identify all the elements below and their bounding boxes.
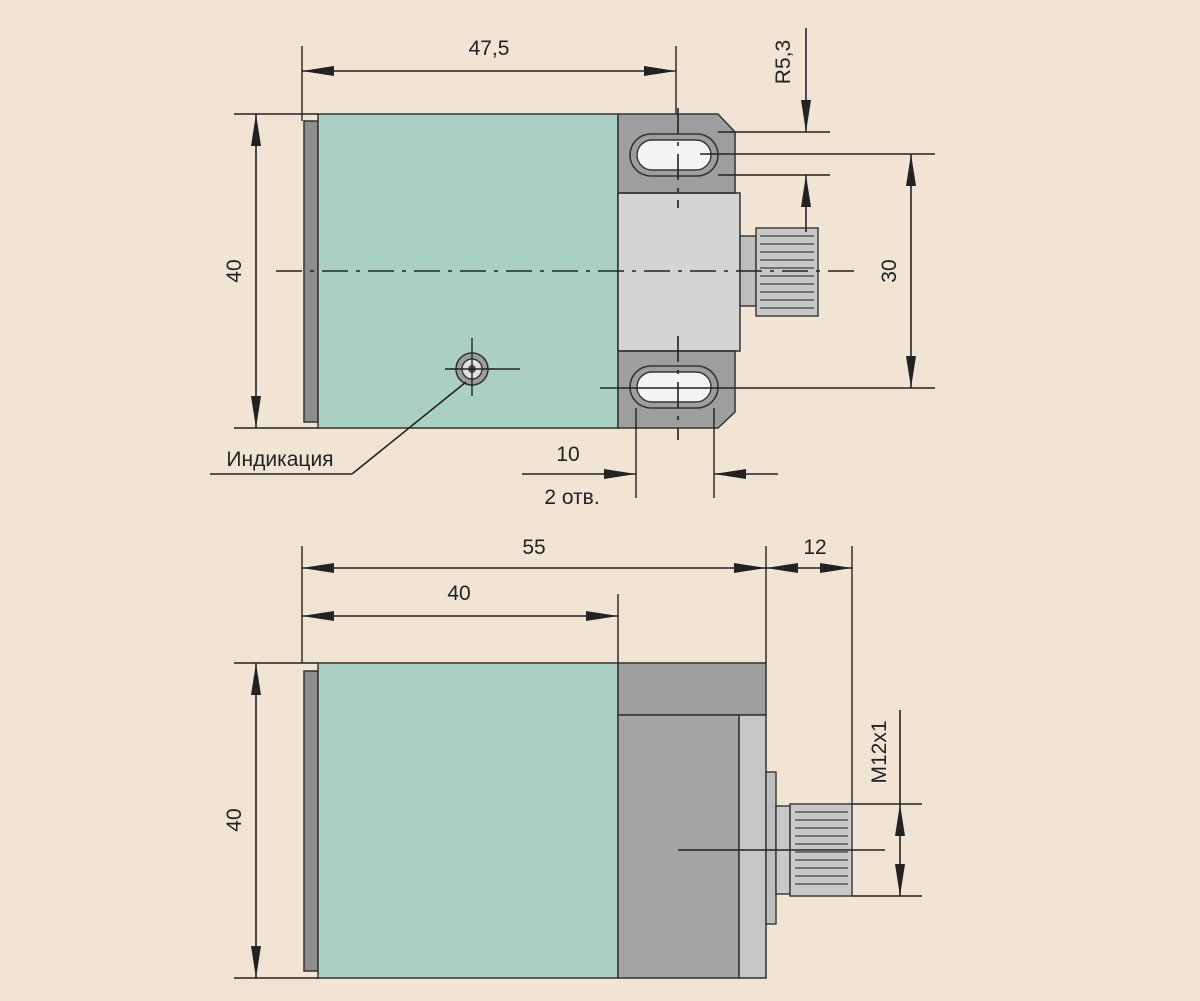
holes-note: 2 отв. [544,486,599,509]
top-connector-threads [760,235,814,309]
dim-top-radius: R5,3 [772,40,795,84]
side-housing-body [617,714,740,979]
side-housing-top [617,662,767,716]
dim-top-width: 47,5 [469,37,510,60]
indication-label: Индикация [226,448,333,471]
side-sensor-body [317,662,619,979]
side-front-plate [303,670,319,972]
top-connector-thread [755,227,819,317]
dim-side-connector-length: 12 [803,536,826,559]
side-view: 55 12 40 40 M12x1 [223,536,922,979]
dim-side-total-length: 55 [522,536,545,559]
top-slot-lower-inner [636,371,712,403]
dim-top-height: 40 [223,259,246,282]
top-slot-upper-inner [636,139,712,171]
dim-top-hole-spacing: 30 [878,259,901,282]
dim-side-height: 40 [223,808,246,831]
top-view: 47,5 40 R5,3 30 10 2 отв. [210,28,935,509]
dim-side-thread: M12x1 [868,720,891,783]
dim-top-hole-width: 10 [556,443,579,466]
dim-side-body-length: 40 [447,582,470,605]
side-housing-flange [738,714,767,979]
side-connector-base [765,771,777,925]
side-connector-threads [795,811,848,885]
top-middle-block [617,192,741,352]
